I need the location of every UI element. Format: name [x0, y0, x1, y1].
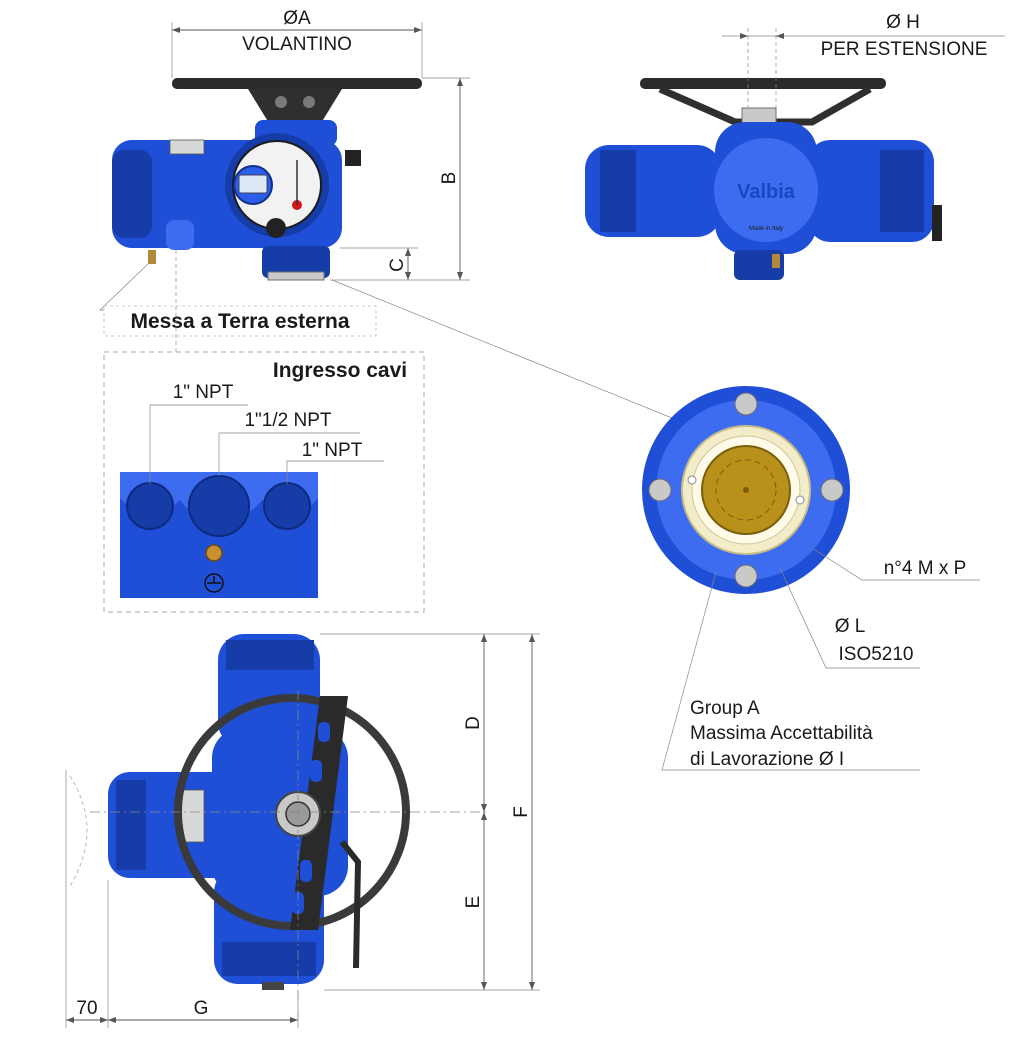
- label-dia-a: ØA: [283, 8, 311, 29]
- side-view: [112, 78, 422, 281]
- bottom-flange-side: [262, 246, 330, 278]
- label-per-estensione: PER ESTENSIONE: [821, 39, 988, 60]
- flange-bolt-top: [734, 392, 758, 416]
- ground-symbol-icon: [204, 573, 224, 593]
- label-dia-h: Ø H: [886, 12, 920, 33]
- label-messa-a-terra: Messa a Terra esterna: [130, 310, 349, 333]
- label-bolts: n°4 M x P: [884, 558, 967, 579]
- lcd-display: [238, 174, 268, 194]
- label-g: G: [194, 998, 209, 1019]
- label-d: D: [463, 716, 484, 730]
- label-group-a: Group A: [690, 698, 760, 719]
- label-volantino: VOLANTINO: [242, 34, 352, 55]
- made-in-italy: Made in Italy: [749, 226, 783, 232]
- earth-screw: [148, 250, 156, 264]
- handwheel-bracket: [248, 89, 342, 128]
- flange-detail: [642, 386, 850, 594]
- nameplate: [169, 139, 205, 155]
- front-view: Valbia Made in Italy: [585, 78, 942, 280]
- label-ingresso-cavi: Ingresso cavi: [273, 359, 407, 382]
- label-npt-left: 1" NPT: [173, 382, 234, 403]
- earth-terminal: [205, 544, 223, 562]
- label-b: B: [439, 172, 460, 185]
- label-c: C: [387, 258, 408, 272]
- label-iso5210: ISO5210: [839, 644, 914, 665]
- label-e: E: [463, 896, 484, 909]
- label-lavorazione: di Lavorazione Ø I: [690, 749, 844, 770]
- flange-bolt-left: [648, 478, 672, 502]
- flange-bolt-right: [820, 478, 844, 502]
- cable-entry-right: [263, 482, 311, 530]
- cable-entry-left: [126, 482, 174, 530]
- brand-logo: Valbia: [737, 181, 796, 203]
- handwheel-rim-front: [640, 78, 886, 89]
- label-seventy: 70: [76, 998, 97, 1019]
- label-npt-right: 1" NPT: [302, 440, 363, 461]
- selector-knob: [266, 218, 286, 238]
- label-f: F: [511, 806, 532, 818]
- cable-entry-middle: [188, 475, 250, 537]
- lever: [339, 840, 362, 969]
- label-dia-l: Ø L: [835, 616, 866, 637]
- flange-bolt-bottom: [734, 564, 758, 588]
- label-massima: Massima Accettabilità: [690, 723, 873, 744]
- handwheel-rim-side: [172, 78, 422, 89]
- label-npt-middle: 1"1/2 NPT: [244, 410, 331, 431]
- cable-entry-detail: Ingresso cavi 1" NPT 1"1/2 NPT 1" NPT: [103, 351, 425, 613]
